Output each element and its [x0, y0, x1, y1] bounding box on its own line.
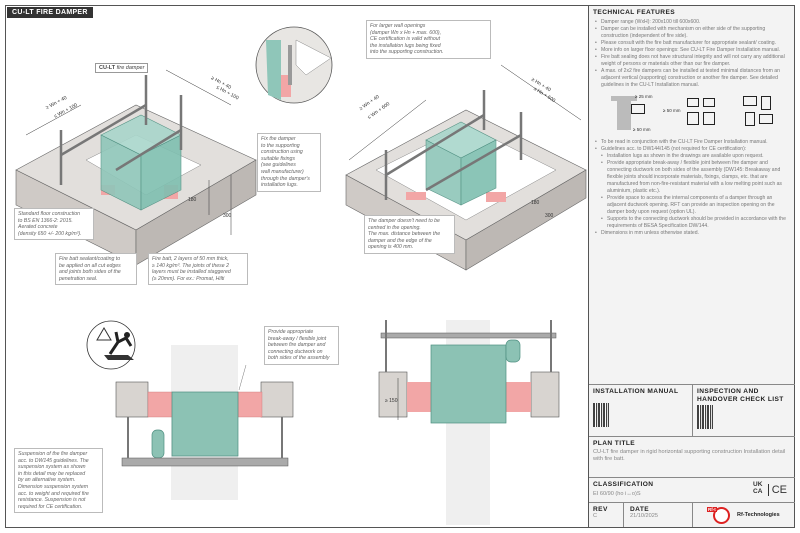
company-logo: Rf-t Rf-Technologies [693, 503, 795, 527]
sub-feature-item: Installation lugs as shown in the drawin… [593, 153, 791, 160]
title-block: TECHNICAL FEATURES Damper range (WxH): 2… [588, 6, 795, 527]
logo-text: Rf-Technologies [737, 512, 780, 518]
ukca-mark-icon: UK CA [753, 481, 763, 495]
inspection-checklist-title: INSPECTION AND HANDOVER CHECK LIST [697, 388, 784, 403]
note-fix-damper: Fix the damper to the supporting constru… [257, 133, 321, 192]
plan-title: CU-LT fire damper in rigid horizontal su… [593, 449, 786, 462]
installation-manual-title: INSTALLATION MANUAL [593, 388, 679, 395]
sub-feature-item: Supports to the connecting ductwork shou… [593, 216, 791, 230]
drawing-sheet [5, 5, 795, 528]
revision-section: REV C DATE 21/10/2025 Rf-t Rf-Technologi… [589, 503, 795, 527]
section-view-right [378, 320, 560, 525]
concrete-slab [260, 381, 294, 418]
rev-value: C [593, 513, 598, 519]
classification-value: EI 60/90 (ho i↔o)S [593, 491, 641, 497]
installation-manual[interactable]: INSTALLATION MANUAL [589, 385, 693, 437]
note-breakaway: Provide appropriate break-away / flexibl… [264, 326, 339, 365]
note-sealant: Fire batt sealant/coating to be applied … [55, 253, 137, 286]
note-suspension: Suspension of the fire damper acc. to DW… [14, 448, 103, 514]
inspection-checklist-qr-code[interactable] [697, 405, 713, 429]
technical-features: TECHNICAL FEATURES Damper range (WxH): 2… [589, 6, 795, 385]
feature-item: A max. of 2x2 fire dampers can be instal… [593, 68, 791, 89]
technical-features-title: TECHNICAL FEATURES [593, 9, 676, 16]
feature-item: Guidelines acc. to DW144/145 (not requir… [593, 146, 791, 153]
note-larger-openings: For larger wall openings (damper Wn x Hn… [366, 20, 491, 59]
spacing-diagram: ≥ 25 mm ≥ 50 mm ≥ 50 mm [593, 92, 791, 136]
feature-item: Damper can be installed with mechanism o… [593, 26, 791, 40]
note-not-centred: The damper doesn't need to be centred in… [364, 215, 455, 254]
rev-heading: REV [593, 506, 608, 513]
date-heading: DATE [630, 506, 650, 513]
suspension-rail [121, 457, 289, 467]
sub-feature-item: Provide appropriate break-away / flexibl… [593, 160, 791, 195]
sheet-title: CU-LT FIRE DAMPER [7, 7, 93, 18]
spacing-between-label: ≥ 50 mm [663, 108, 681, 113]
note-floor-construction: Standard floor construction to BS EN 136… [14, 208, 94, 241]
plan-title-section: PLAN TITLE CU-LT fire damper in rigid ho… [589, 437, 795, 478]
qr-section: INSTALLATION MANUAL INSPECTION AND HANDO… [589, 385, 795, 437]
feature-item: To be read in conjunction with the CU-LT… [593, 139, 791, 146]
inspection-checklist[interactable]: INSPECTION AND HANDOVER CHECK LIST [693, 385, 795, 437]
date-value: 21/10/2025 [630, 513, 658, 519]
classification-heading: CLASSIFICATION [593, 481, 654, 488]
logo-badge: Rf-t [707, 507, 717, 512]
ce-mark-icon: CE [767, 484, 787, 496]
section-view-left [115, 345, 294, 500]
classification-section: CLASSIFICATION EI 60/90 (ho i↔o)S UK CA … [589, 478, 795, 503]
feature-item: More info on larger floor openings: See … [593, 47, 791, 54]
damper-label: CU-LT fire damper [95, 63, 149, 73]
concrete-slab [115, 381, 149, 418]
detail-circle [255, 26, 333, 104]
fire-damper [171, 391, 239, 457]
iso-view-left [15, 69, 257, 266]
note-fire-batt: Fire batt, 2 layers of 50 mm thick, ≥ 14… [148, 253, 248, 286]
dim-section-150: ≥ 150 [385, 398, 398, 404]
feature-item: Damper range (WxH): 200x100 till 600x600… [593, 19, 791, 26]
feature-item: Dimensions in mm unless otherwise stated… [593, 230, 791, 237]
dim-depth-180: 180 [188, 197, 197, 203]
sub-feature-item: Provide space to access the internal com… [593, 195, 791, 216]
spacing-bottom-label: ≥ 50 mm [633, 127, 651, 132]
feature-item: Please consult with the fire batt manufa… [593, 40, 791, 47]
dim-depth-300: 300 [545, 213, 554, 219]
installation-manual-qr-code[interactable] [593, 403, 609, 427]
dim-depth-180: 180 [531, 200, 540, 206]
fall-hazard-warning-icon [86, 320, 136, 370]
plan-title-heading: PLAN TITLE [593, 440, 636, 447]
spacing-top-label: ≥ 25 mm [635, 94, 653, 99]
support-frame [59, 75, 183, 185]
dim-depth-300: 300 [223, 213, 232, 219]
feature-item: Fire batt sealing does not have structur… [593, 54, 791, 68]
